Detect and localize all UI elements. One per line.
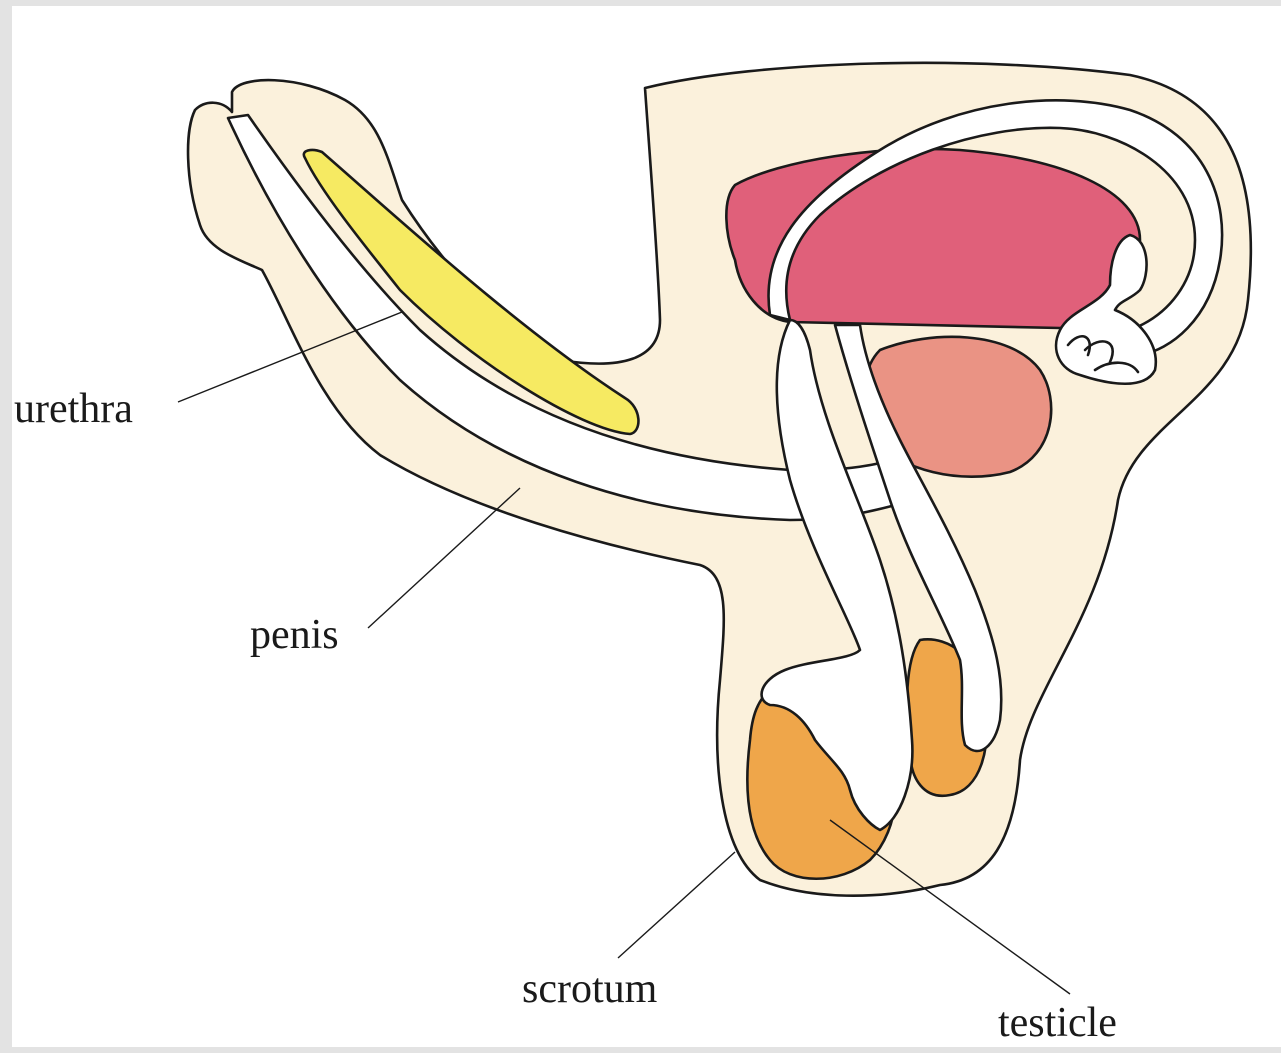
label-urethra: urethra (14, 386, 133, 432)
label-testicle: testicle (998, 1000, 1117, 1046)
label-penis: penis (250, 612, 339, 658)
scrotum-leader-line (618, 852, 735, 958)
penis-leader-line (368, 488, 520, 628)
label-scrotum: scrotum (522, 966, 658, 1012)
